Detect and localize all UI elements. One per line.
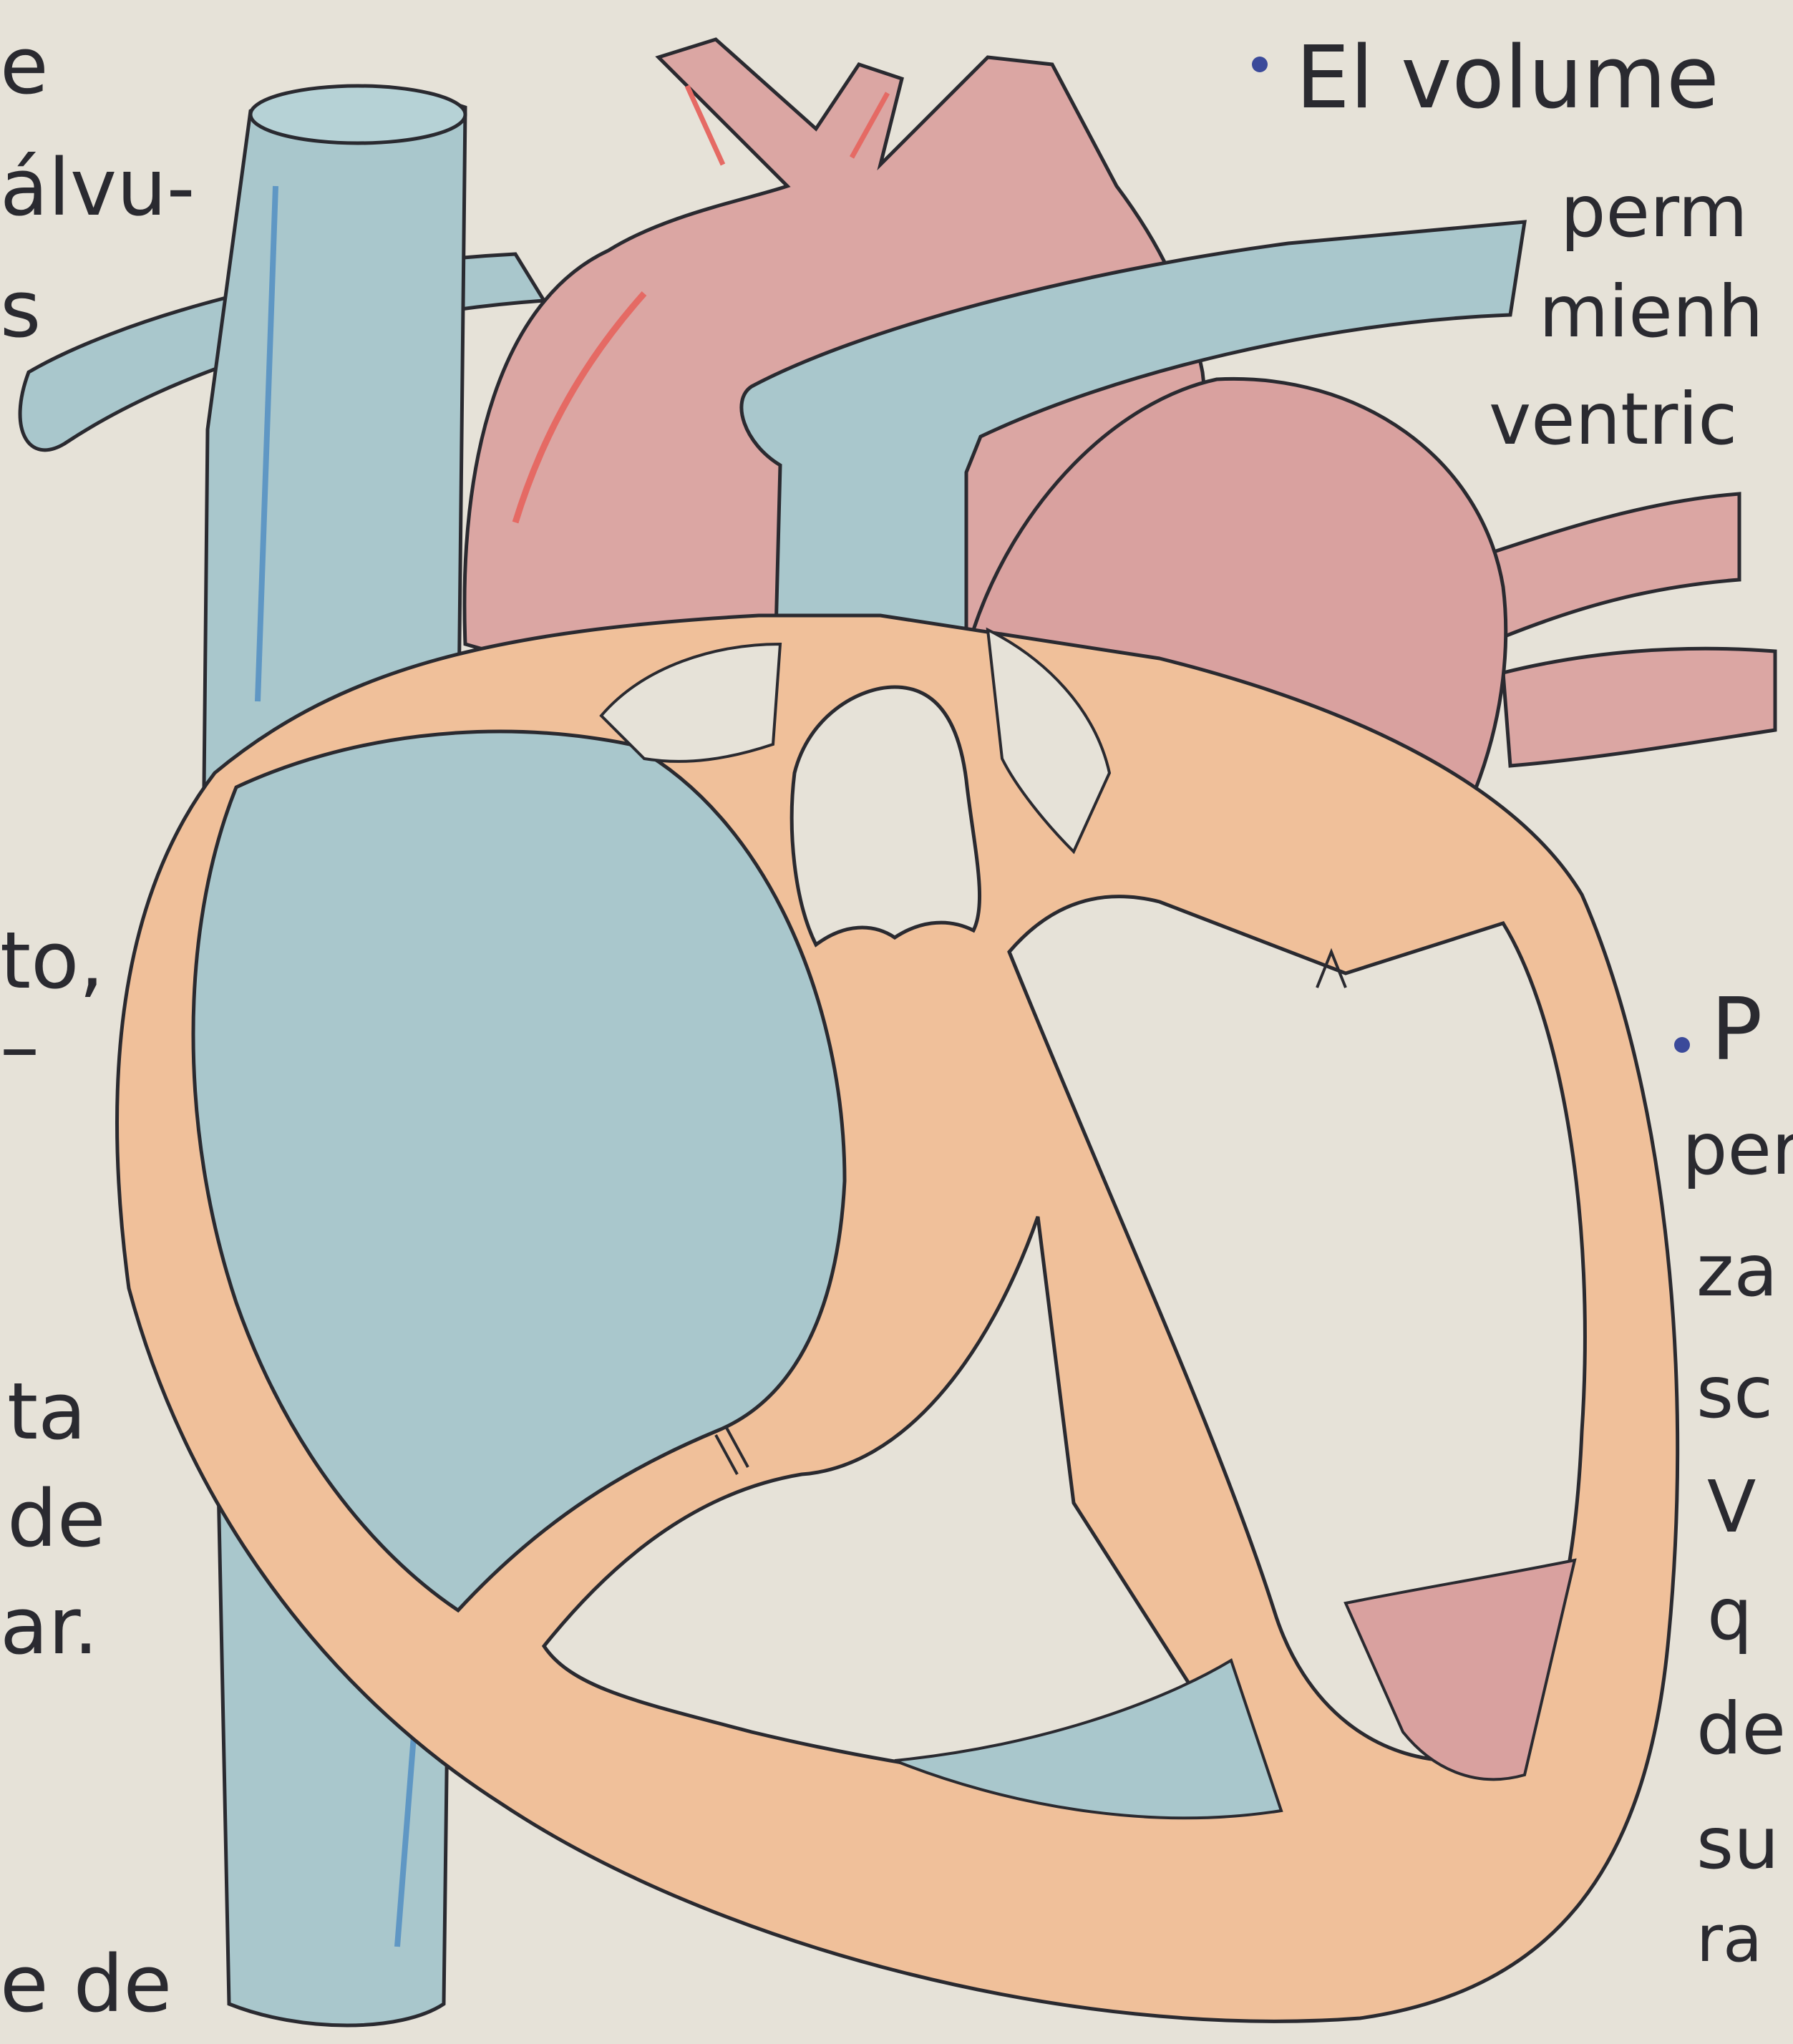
- right-note-line: mienh: [1539, 270, 1763, 354]
- right-note-line: perm: [1560, 170, 1748, 253]
- bullet-point: [1252, 57, 1268, 72]
- left-note-line: e: [0, 20, 49, 112]
- left-note-line: –: [0, 1001, 39, 1092]
- right-note-line: de: [1696, 1687, 1786, 1771]
- right-note-line: El volume: [1296, 29, 1719, 128]
- right-note-line: su: [1696, 1801, 1779, 1885]
- left-note-line: de: [7, 1473, 106, 1564]
- right-note-line: P: [1711, 980, 1762, 1080]
- vena-cava-opening: [251, 86, 465, 143]
- right-note-line: per: [1682, 1107, 1793, 1191]
- right-note-line: ra: [1696, 1902, 1762, 1977]
- right-note-line: q: [1707, 1572, 1752, 1656]
- right-note-line: sc: [1696, 1350, 1773, 1434]
- left-note-line: s: [0, 263, 41, 355]
- left-note-line: ar.: [0, 1580, 99, 1672]
- left-note-line: álvu-: [0, 142, 195, 233]
- left-note-line: e de: [0, 1938, 172, 2030]
- left-note-line: ta: [7, 1366, 87, 1457]
- right-note-line: V: [1707, 1465, 1756, 1549]
- right-note-line: ventric: [1489, 377, 1737, 461]
- left-note-line: to,: [0, 915, 104, 1006]
- bullet-point: [1674, 1037, 1690, 1053]
- right-note-line: za: [1696, 1229, 1778, 1313]
- pulmonary-valve: [792, 687, 979, 945]
